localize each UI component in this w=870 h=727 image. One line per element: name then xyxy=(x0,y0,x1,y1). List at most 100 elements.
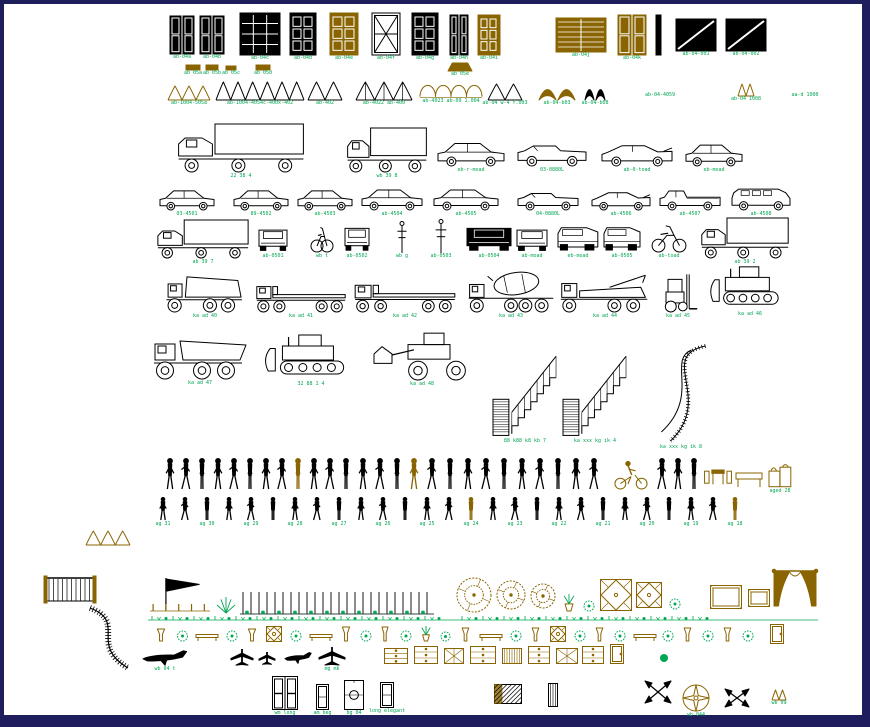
car-rear-glyph xyxy=(466,227,512,251)
person-glyph xyxy=(673,458,683,490)
bench-glyph xyxy=(195,634,219,641)
shrub-glyph xyxy=(583,600,595,612)
car-side-glyph xyxy=(233,190,289,211)
person-block xyxy=(224,497,234,521)
hatch-vert-block xyxy=(502,648,522,664)
arch-pair-glyph xyxy=(538,89,576,101)
person-block xyxy=(312,497,322,521)
panel-pair-glyph xyxy=(449,14,469,56)
person-glyph xyxy=(535,458,545,490)
person-glyph xyxy=(309,458,319,490)
person-block xyxy=(672,458,684,490)
slat-cabinet-glyph xyxy=(555,17,607,53)
shrub-block xyxy=(582,600,596,612)
car-side-block: ab-4505 xyxy=(432,186,500,217)
car-side-glyph xyxy=(159,190,215,211)
person-block: ag 21 xyxy=(595,497,611,527)
bags-glyph xyxy=(768,464,792,488)
block-label: ag 23 xyxy=(507,521,523,527)
person-block xyxy=(260,458,272,490)
car-side-block: eb-r-moad xyxy=(436,139,506,173)
block-label: ab-0503 xyxy=(430,253,452,259)
car-rear-block: ab-0504 xyxy=(466,225,512,259)
block-label: eb-r-moad xyxy=(457,167,485,173)
block-label: 32 88 1 4 xyxy=(297,381,325,387)
plant-pot-block xyxy=(420,626,432,642)
box-truck-glyph xyxy=(701,217,789,259)
lintel-glyph xyxy=(447,62,473,72)
person-block: ag 29 xyxy=(243,497,259,527)
block-label: ag 21 xyxy=(595,521,611,527)
tow-truck-glyph xyxy=(560,274,648,313)
dozer-glyph xyxy=(265,334,345,375)
person-block xyxy=(534,458,546,490)
person-block: ag 25 xyxy=(419,497,435,527)
airplane-top-glyph xyxy=(318,647,346,666)
person-glyph xyxy=(555,497,563,521)
railing-curved-block xyxy=(86,605,132,671)
door-elev-sm-block: am beg xyxy=(313,684,332,716)
person-glyph xyxy=(468,497,474,520)
arch-zigzag-block: wb 09 xyxy=(771,689,787,706)
arch-pair-glyph xyxy=(584,89,606,101)
person-glyph xyxy=(732,497,738,520)
person-block xyxy=(708,497,718,521)
arrow-cross-glyph xyxy=(724,688,750,708)
stairs-glyph xyxy=(562,355,627,436)
person-glyph xyxy=(181,458,191,490)
bench-glyph xyxy=(735,472,763,487)
stairs-block: ka xxx kg ik 4 xyxy=(562,352,628,444)
person-glyph xyxy=(336,497,342,520)
person-glyph xyxy=(270,497,276,520)
dresser-glyph xyxy=(384,648,408,664)
tow-truck-block: ka ad 44 xyxy=(558,267,652,319)
tree-grass-glyph xyxy=(216,597,236,614)
tree-round-block xyxy=(456,577,492,613)
airplane-top-block xyxy=(258,651,276,665)
shrub-block xyxy=(574,630,586,642)
car-side-block: ab-4503 xyxy=(296,187,354,217)
person-block xyxy=(228,458,240,490)
person-block: ag 18 xyxy=(727,497,743,527)
box-truck-block: ab 39 2 xyxy=(700,217,790,265)
pot-glyph xyxy=(595,627,604,642)
bags-block: aged 28 xyxy=(768,462,792,494)
dresser-glyph xyxy=(470,646,496,664)
person-block xyxy=(244,458,256,490)
block-label: ab-4022 ab-400 xyxy=(362,100,406,106)
person-block xyxy=(426,458,438,490)
pot-block xyxy=(530,627,541,642)
car-sport-glyph xyxy=(591,192,651,211)
railing-block xyxy=(43,575,97,604)
door-elev-block: wm long xyxy=(272,676,298,716)
block-label: ab-04 w-4 f.003 xyxy=(482,100,528,106)
dozer-glyph xyxy=(710,266,779,305)
block-label: ka ad 40 xyxy=(192,313,218,319)
car-rear-glyph xyxy=(516,229,548,251)
shrub-glyph xyxy=(702,630,714,642)
block-label: ab-4507 xyxy=(679,211,701,217)
cabinet-sm-glyph xyxy=(444,648,464,664)
block-label: ab-4508 xyxy=(750,211,772,217)
person-block xyxy=(664,497,674,521)
plant-pot-glyph xyxy=(563,594,575,612)
hatch-block-block xyxy=(494,684,522,704)
person-glyph xyxy=(463,458,473,490)
car-conv-glyph xyxy=(517,145,587,167)
block-label: 03-4501 xyxy=(176,211,198,217)
dump-truck-big-block: ka ad 47 xyxy=(150,330,250,386)
person-block: ag 30 xyxy=(199,497,215,527)
motorcycle-glyph xyxy=(310,227,334,253)
curtain-block xyxy=(771,568,819,608)
dresser-glyph xyxy=(414,646,438,664)
block-label: aa-d 1000 xyxy=(791,92,819,98)
diag-panel-block: ab-04-001 xyxy=(675,18,717,57)
panel-pair-block: ab-04k xyxy=(617,14,647,61)
van-glyph xyxy=(731,188,791,211)
person-glyph xyxy=(246,497,255,521)
hatch-block-glyph xyxy=(494,684,522,704)
block-label: ab-toad xyxy=(658,253,680,259)
car-sport-block: ab-0-toad xyxy=(600,139,674,173)
box-truck-glyph xyxy=(178,123,304,173)
